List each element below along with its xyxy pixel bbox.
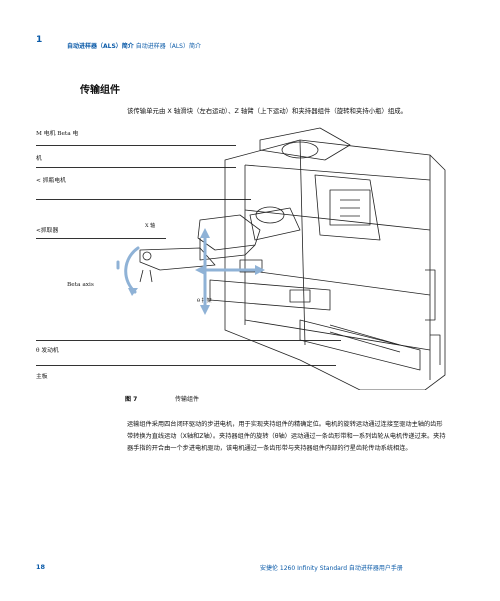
label-m-motor: M 电机 Beta 电 <box>36 131 79 137</box>
frame-outline <box>224 139 446 390</box>
gripper-motor-top <box>255 206 285 224</box>
connector-b <box>289 289 311 303</box>
leader-line <box>36 365 336 366</box>
running-header: 自动进样器（ALS）简介 自动进样器（ALS）简介 <box>67 41 201 50</box>
side-bracket <box>425 269 436 321</box>
top-motor-housing <box>259 127 351 161</box>
x-slider <box>209 279 331 311</box>
side-cable <box>430 334 441 365</box>
header-title-bold: 自动进样器（ALS）简介 <box>67 43 134 50</box>
top-pulley <box>281 141 319 159</box>
section-title: 传输组件 <box>80 85 120 96</box>
label-x-axis: X 轴 <box>145 223 156 229</box>
leader-line <box>36 145 236 146</box>
frame-pillars <box>244 139 431 380</box>
label-grip-motor: < 抓瓶电机 <box>36 178 66 184</box>
motor-panel <box>329 189 371 226</box>
figure-number: 图 7 <box>125 396 138 403</box>
upper-motor-block <box>314 174 381 241</box>
connector-a <box>239 259 263 273</box>
board-traces <box>329 324 401 353</box>
gripper-finger-pivot <box>142 251 152 261</box>
label-drive-motor: θ 发动机 <box>36 348 59 354</box>
label-gripper: <抓取器 <box>36 228 59 234</box>
footer-manual-title: 安捷伦 1260 Infinity Standard 自动进样器用户手册 <box>260 565 403 572</box>
section-intro: 该传输单元由 X 轴滑块（左右运动）、Z 轴臂（上下运动）和夹持器组件（旋转和夹… <box>127 107 408 115</box>
motion-arrows <box>116 233 262 310</box>
gripper-motor <box>249 207 301 241</box>
leader-line <box>36 340 341 341</box>
gripper-fingers <box>139 269 153 283</box>
gripper-arm <box>139 247 216 271</box>
transport-assembly-drawing <box>116 127 446 390</box>
chapter-number: 1 <box>36 35 43 45</box>
leader-line <box>36 167 236 168</box>
motor-panel-lines <box>340 199 360 217</box>
page-number: 18 <box>36 563 46 571</box>
header-title-light: 自动进样器（ALS）简介 <box>135 43 201 50</box>
beta-rotation-arrow <box>124 246 140 294</box>
body-paragraph: 运输组件采用四台闭环驱动的步进电机，用于实现夹持组件的精确定位。电机的旋转运动通… <box>127 421 446 453</box>
figure-title: 传输组件 <box>175 396 200 403</box>
leader-line <box>36 199 251 200</box>
main-board-drawing <box>299 319 421 371</box>
leader-line <box>36 238 166 239</box>
label-motor: 机 <box>36 156 42 162</box>
label-beta-axis: Beta axis <box>67 282 94 288</box>
label-main-board: 主板 <box>36 374 48 380</box>
arrow-heads <box>128 228 265 315</box>
frame-rails <box>244 164 431 351</box>
z-arm-body <box>199 238 256 261</box>
